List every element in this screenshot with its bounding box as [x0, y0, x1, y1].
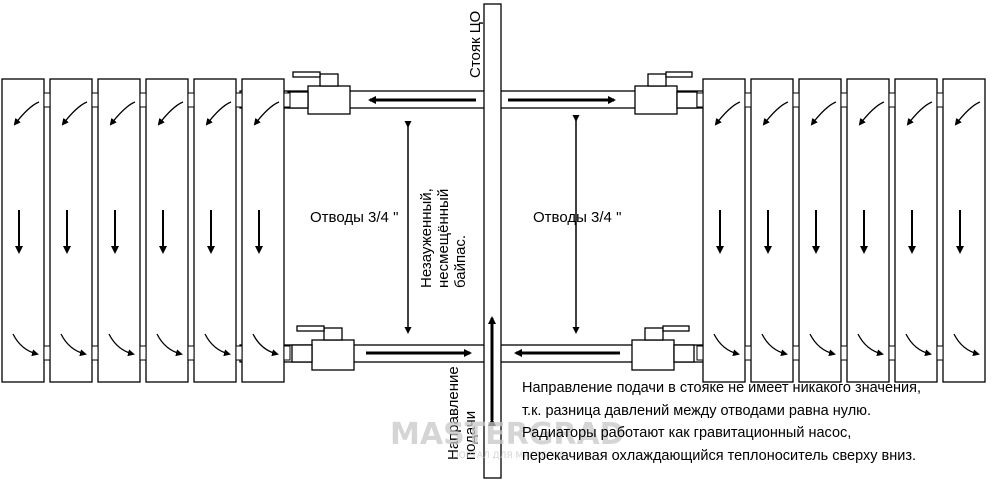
flow-arrow-bottom — [905, 333, 932, 357]
flow-arrow-top — [858, 101, 885, 126]
radiator-section — [894, 78, 938, 383]
radiator-section — [193, 78, 237, 383]
valves — [287, 71, 698, 371]
radiator-section — [750, 78, 794, 383]
flow-arrow-bottom — [108, 333, 135, 357]
explanation-note: Направление подачи в стояке не имеет ник… — [522, 377, 992, 467]
radiator-flow-arrows — [12, 101, 981, 357]
supply-label-line-1: Направление — [445, 366, 462, 460]
note-line-4: перекачивая охлаждающийся теплоноситель … — [522, 447, 917, 464]
radiator-section — [97, 78, 141, 383]
dimension-arrows — [404, 115, 580, 334]
watermark-subtitle: ПОРТАЛ ДЛЯ МАСТЕРОВ — [452, 451, 566, 461]
flow-arrow-top — [13, 101, 40, 126]
flow-arrow-top — [714, 101, 741, 126]
flow-arrow-bottom — [12, 333, 39, 357]
top-right-valve — [634, 71, 698, 115]
note-line-1: Направление подачи в стояке не имеет ник… — [522, 380, 922, 396]
bypass-label: Незауженный, несмещённый байпас. — [418, 188, 469, 288]
flow-arrow-bottom — [761, 333, 788, 357]
radiator-section — [942, 78, 986, 383]
flow-arrow-bottom — [809, 333, 836, 357]
radiator-section — [846, 78, 890, 383]
radiator-section — [145, 78, 189, 383]
flow-arrow-bottom — [252, 333, 279, 357]
riser-label: Стояк ЦО — [467, 11, 484, 78]
radiator-section — [241, 78, 285, 383]
right-radiator-nipples — [696, 92, 944, 361]
bypass-label-line-1: Незауженный, — [418, 188, 435, 288]
bottom-left-valve — [291, 325, 355, 371]
supply-label-line-2: подачи — [462, 411, 479, 460]
left-radiator — [1, 78, 285, 383]
flow-arrow-bottom — [204, 333, 231, 357]
flow-arrow-top — [954, 101, 981, 126]
flow-arrow-top — [157, 101, 184, 126]
bypass-label-line-3: байпас. — [452, 235, 469, 288]
note-line-3: Радиаторы работают как гравитационный на… — [522, 425, 852, 441]
flow-arrow-top — [906, 101, 933, 126]
radiator-section — [49, 78, 93, 383]
branches-right-label: Отводы 3/4 " — [533, 209, 621, 226]
flow-arrow-top — [205, 101, 232, 126]
flow-arrow-bottom — [156, 333, 183, 357]
bottom-right-valve — [631, 325, 695, 371]
branch-pipes — [239, 90, 706, 363]
right-radiator — [702, 78, 986, 383]
radiator-section — [1, 78, 45, 383]
flow-arrow-top — [61, 101, 88, 126]
supply-direction-label: Направление подачи — [445, 366, 479, 460]
radiator-section — [798, 78, 842, 383]
watermark-logo-text: MASTERGRAD — [390, 417, 625, 452]
flow-arrow-bottom — [857, 333, 884, 357]
flow-arrow-top — [109, 101, 136, 126]
top-left-valve — [287, 71, 351, 115]
branch-flow-arrows — [366, 96, 620, 357]
branches-left-label: Отводы 3/4 " — [310, 209, 398, 226]
flow-arrow-bottom — [60, 333, 87, 357]
flow-arrow-top — [810, 101, 837, 126]
bypass-label-line-2: несмещённый — [435, 189, 452, 288]
left-radiator-nipples — [43, 92, 291, 361]
flow-arrow-bottom — [953, 333, 980, 357]
flow-arrow-top — [253, 101, 280, 126]
note-line-2: т.к. разница давлений между отводами рав… — [522, 402, 872, 419]
flow-arrow-top — [762, 101, 789, 126]
flow-arrow-bottom — [713, 333, 740, 357]
radiator-section — [702, 78, 746, 383]
